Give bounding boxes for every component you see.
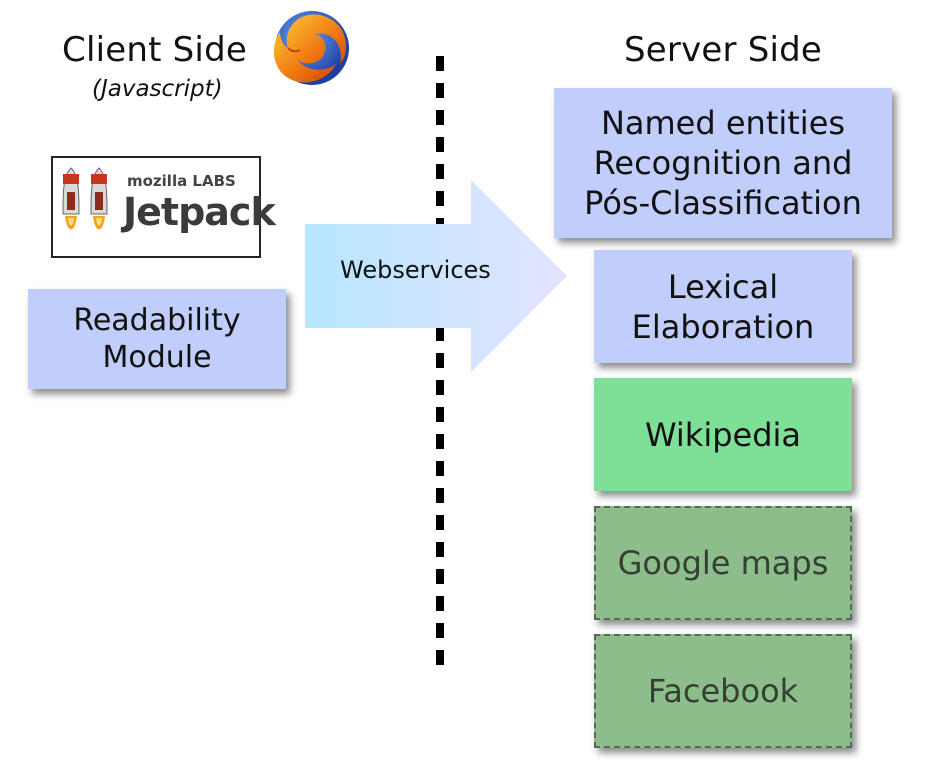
jetpack-logo: mozilla LABS Jetpack [51,156,276,258]
jetpack-brand-small: mozilla LABS [127,172,236,190]
readability-module-label: Readability Module [73,302,241,376]
wikipedia-label: Wikipedia [644,415,802,454]
facebook-label: Facebook [647,672,799,710]
wikipedia-box: Wikipedia [594,378,852,491]
rocket-icon [62,167,108,230]
webservices-label: Webservices [340,256,491,284]
webservices-arrow [305,180,567,372]
readability-module-box: Readability Module [28,289,286,389]
lexical-elaboration-box: Lexical Elaboration [594,250,852,363]
client-server-divider [436,56,444,670]
ner-module-label: Named entities Recognition and Pós-Class… [584,104,862,222]
client-side-heading: Client Side [62,30,247,70]
facebook-box: Facebook [594,634,852,748]
jetpack-brand-large: Jetpack [123,190,276,234]
google-maps-label: Google maps [617,544,829,582]
firefox-icon [273,11,349,85]
client-side-subheading: (Javascript) [92,76,223,102]
lexical-elaboration-label: Lexical Elaboration [631,267,815,346]
ner-module-box: Named entities Recognition and Pós-Class… [554,88,892,238]
server-side-heading: Server Side [624,30,823,70]
google-maps-box: Google maps [594,506,852,620]
